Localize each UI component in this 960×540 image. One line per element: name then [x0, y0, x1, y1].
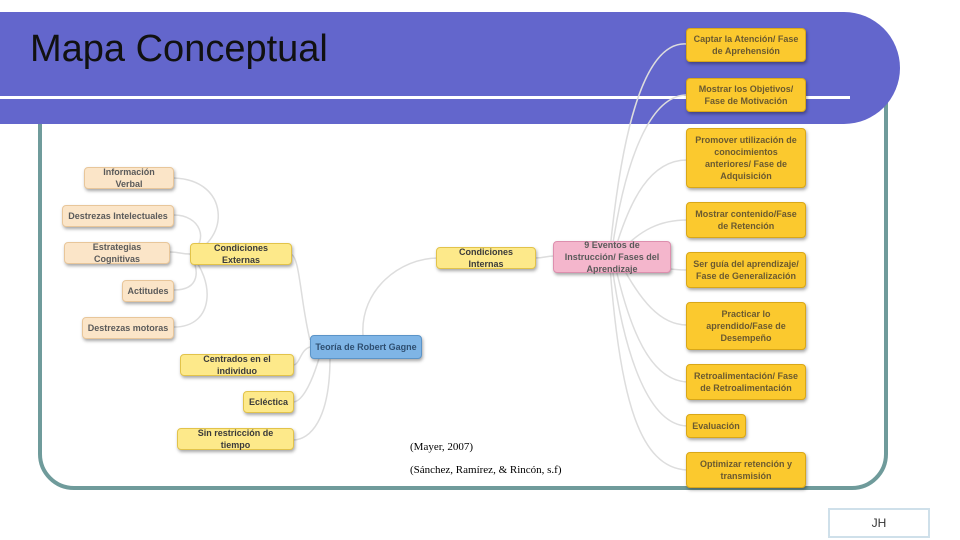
slide-title: Mapa Conceptual — [30, 28, 328, 70]
node-informacion-verbal: Información Verbal — [84, 167, 174, 189]
node-destrezas-intelectuales: Destrezas Intelectuales — [62, 205, 174, 227]
node-evaluacion: Evaluación — [686, 414, 746, 438]
node-condiciones-internas: Condiciones Internas — [436, 247, 536, 269]
node-estrategias-cognitivas: Estrategias Cognitivas — [64, 242, 170, 264]
node-sin-restriccion: Sin restricción de tiempo — [177, 428, 294, 450]
node-actitudes: Actitudes — [122, 280, 174, 302]
node-practicar: Practicar lo aprendido/Fase de Desempeño — [686, 302, 806, 350]
node-mostrar-objetivos: Mostrar los Objetivos/ Fase de Motivació… — [686, 78, 806, 112]
node-centrados-individuo: Centrados en el individuo — [180, 354, 294, 376]
node-condiciones-externas: Condiciones Externas — [190, 243, 292, 265]
node-eclectica: Ecléctica — [243, 391, 294, 413]
footer-initials: JH — [828, 508, 930, 538]
reference-sanchez: (Sánchez, Ramírez, & Rincón, s.f) — [410, 464, 562, 476]
node-optimizar: Optimizar retención y transmisión — [686, 452, 806, 488]
node-destrezas-motoras: Destrezas motoras — [82, 317, 174, 339]
node-captar-atencion: Captar la Atención/ Fase de Aprehensión — [686, 28, 806, 62]
reference-mayer: (Mayer, 2007) — [410, 441, 474, 453]
node-teoria-gagne: Teoría de Robert Gagne — [310, 335, 422, 359]
node-promover-utilizacion: Promover utilización de conocimientos an… — [686, 128, 806, 188]
title-underline — [0, 96, 850, 99]
node-retroalimentacion: Retroalimentación/ Fase de Retroalimenta… — [686, 364, 806, 400]
node-9-eventos: 9 Eventos de Instrucción/ Fases del Apre… — [553, 240, 671, 274]
node-mostrar-contenido: Mostrar contenido/Fase de Retención — [686, 202, 806, 238]
node-ser-guia: Ser guía del aprendizaje/ Fase de Genera… — [686, 252, 806, 288]
